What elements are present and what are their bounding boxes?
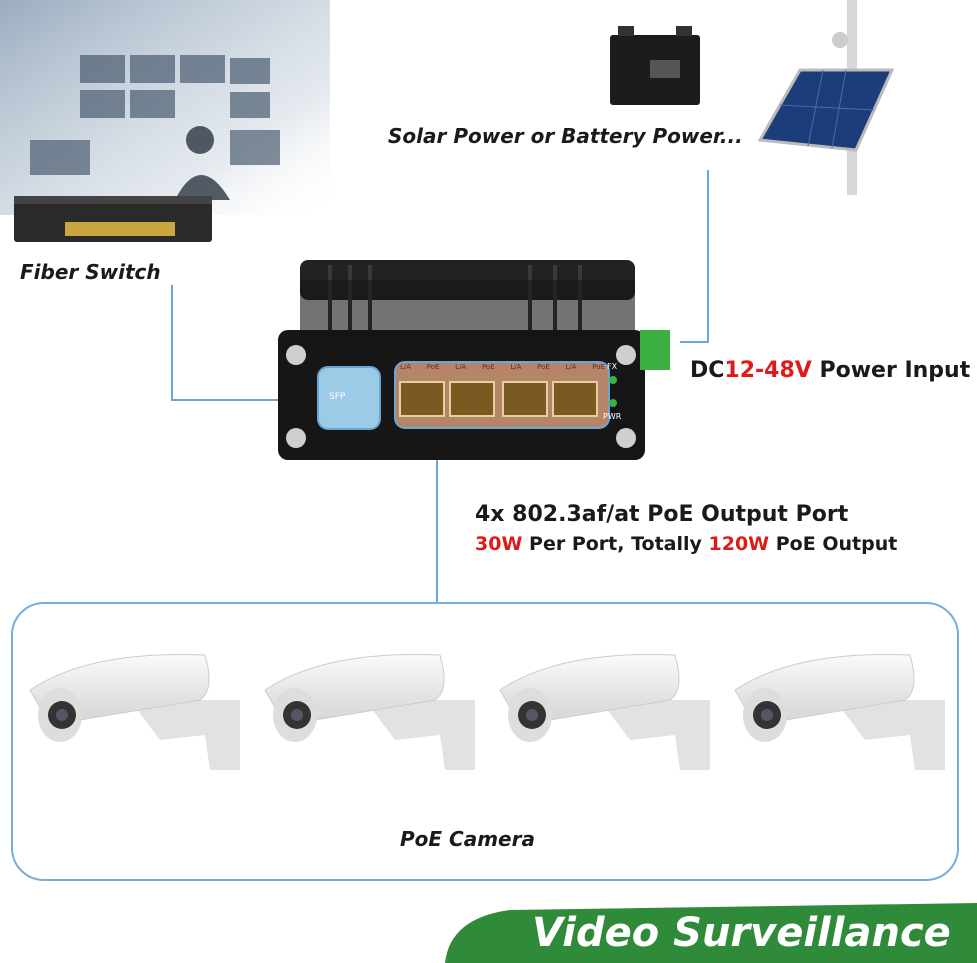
camera-group-box xyxy=(11,602,959,881)
led-fx xyxy=(609,376,617,384)
poe-text-b: Per Port, Totally xyxy=(522,533,709,555)
control-room-image xyxy=(0,0,330,215)
poe-camera-image xyxy=(264,653,475,770)
switch-to-sfp-line xyxy=(171,285,318,401)
power-input-label: DC12-48V Power Input xyxy=(690,358,970,383)
power-source-label: Solar Power or Battery Power... xyxy=(388,124,743,148)
banner-background xyxy=(445,903,977,963)
poe-camera-image xyxy=(499,653,710,770)
port-label: PoE xyxy=(426,363,440,371)
solar-panel-image xyxy=(757,0,895,195)
poe-camera-image xyxy=(734,653,945,770)
fiber-switch-image xyxy=(14,196,212,242)
total-power: 120W xyxy=(708,533,770,555)
power-input-range: 12-48V xyxy=(724,358,812,383)
port-label: L/A xyxy=(510,363,522,371)
per-port-power: 30W xyxy=(475,533,523,555)
port-label: L/A xyxy=(400,363,412,371)
port-label: PoE xyxy=(481,363,495,371)
port-label: L/A xyxy=(455,363,467,371)
poe-power-label: 30W Per Port, Totally 120W PoE Output xyxy=(475,533,897,555)
fx-label: FX xyxy=(607,362,618,371)
banner-title: Video Surveillance xyxy=(532,910,951,956)
port-labels: L/A PoE L/A PoE L/A PoE L/A PoE xyxy=(400,363,605,371)
port-label: PoE xyxy=(537,363,550,371)
camera-group-label: PoE Camera xyxy=(400,827,535,851)
fiber-switch-label: Fiber Switch xyxy=(20,260,161,284)
sfp-port xyxy=(317,366,381,430)
led-pwr xyxy=(609,399,617,407)
power-terminal xyxy=(640,330,670,370)
battery-image xyxy=(610,26,700,105)
port-label: L/A xyxy=(565,363,577,371)
power-input-suffix: Power Input xyxy=(811,358,971,383)
screws xyxy=(286,345,636,448)
poe-text-d: PoE Output xyxy=(769,533,898,555)
poe-ports-label: 4x 802.3af/at PoE Output Port xyxy=(475,502,849,527)
poe-camera-image xyxy=(29,653,240,770)
power-input-prefix: DC xyxy=(690,358,725,383)
sfp-label: SFP xyxy=(329,392,346,402)
port-label: PoE xyxy=(592,363,605,371)
pwr-label: PWR xyxy=(603,412,622,421)
power-to-input-line xyxy=(680,170,709,343)
poe-switch-device xyxy=(278,260,670,460)
